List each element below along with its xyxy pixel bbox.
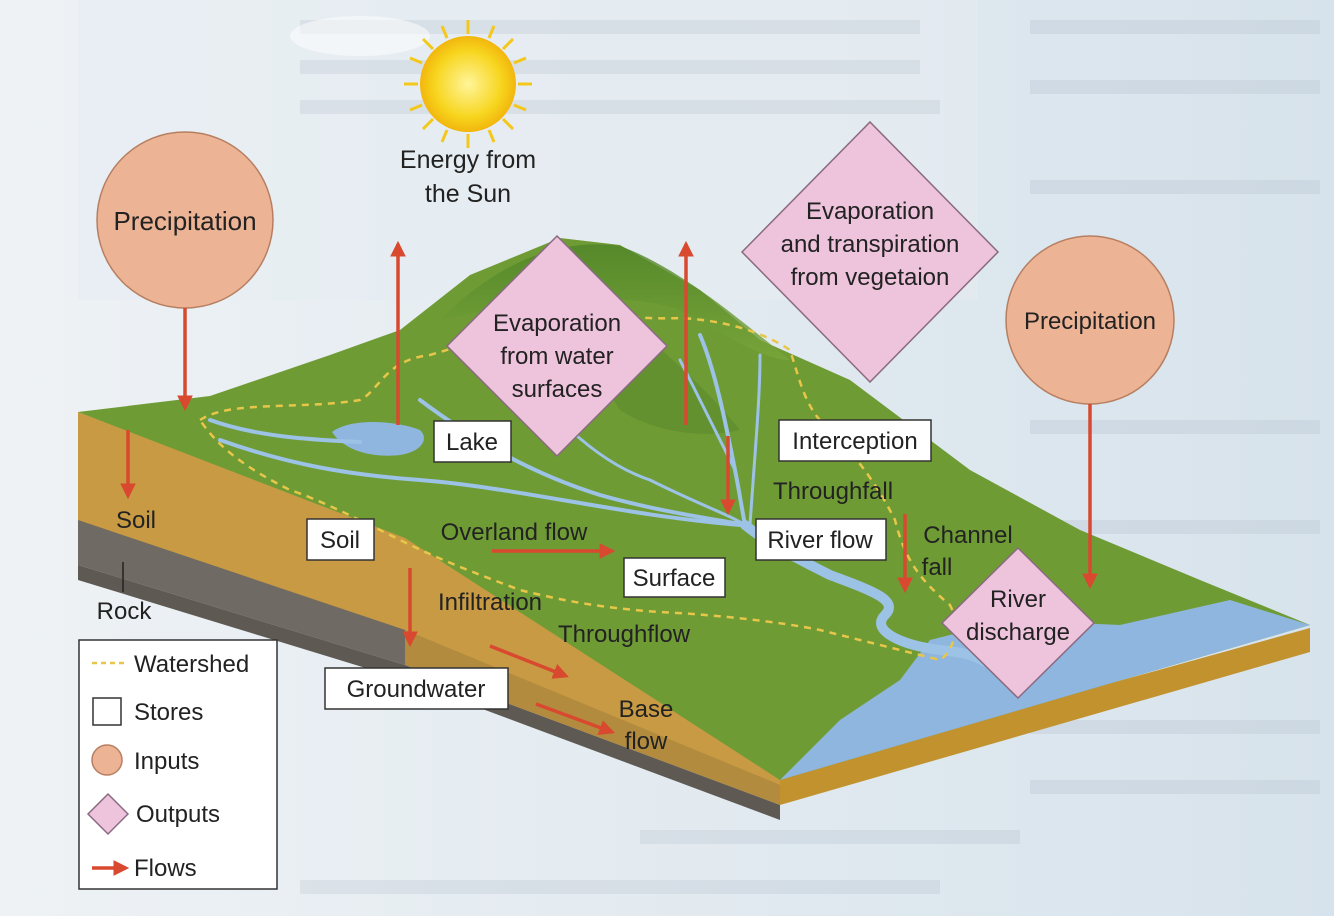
legend-stores-label: Stores — [134, 699, 203, 726]
precipitation-left-label: Precipitation — [113, 206, 256, 236]
legend-flows-label: Flows — [134, 855, 197, 882]
evaporation-water-line1: Evaporation — [493, 310, 621, 337]
store-lake: Lake — [434, 421, 511, 462]
store-groundwater: Groundwater — [325, 668, 508, 709]
sun-disc — [420, 36, 516, 132]
store-soil: Soil — [307, 519, 374, 560]
store-surface: Surface — [624, 558, 725, 597]
sun — [404, 20, 532, 148]
flow-channel-fall-line1: Channel — [923, 522, 1012, 549]
legend-watershed-label: Watershed — [134, 651, 249, 678]
legend-stores-swatch — [93, 698, 121, 725]
legend-inputs-label: Inputs — [134, 748, 199, 775]
legend-outputs-label: Outputs — [136, 801, 220, 828]
store-surface-label: Surface — [633, 565, 716, 592]
flow-throughflow-label: Throughflow — [558, 621, 691, 648]
river-discharge-line1: River — [990, 586, 1046, 613]
evapotranspiration-line2: and transpiration — [781, 231, 960, 258]
store-interception: Interception — [779, 420, 931, 461]
cross-section-soil-label: Soil — [116, 507, 156, 534]
legend-inputs-swatch — [92, 745, 122, 775]
evaporation-water-line2: from water — [500, 343, 613, 370]
flow-channel-fall-line2: fall — [922, 554, 953, 581]
store-river-flow-label: River flow — [767, 527, 873, 554]
flow-base-line1: Base — [619, 696, 674, 723]
store-groundwater-label: Groundwater — [347, 676, 486, 703]
flow-infiltration-label: Infiltration — [438, 589, 542, 616]
store-lake-label: Lake — [446, 429, 498, 456]
store-river-flow: River flow — [756, 519, 886, 560]
cross-section-rock-label: Rock — [97, 598, 153, 625]
river-discharge-line2: discharge — [966, 619, 1070, 646]
flow-throughfall-label: Throughfall — [773, 478, 893, 505]
evapotranspiration-line1: Evaporation — [806, 198, 934, 225]
evaporation-water-line3: surfaces — [512, 376, 603, 403]
flow-base-line2: flow — [625, 728, 668, 755]
evapotranspiration-line3: from vegetaion — [791, 264, 950, 291]
flow-overland-label: Overland flow — [441, 519, 588, 546]
precipitation-right-label: Precipitation — [1024, 308, 1156, 335]
cloud — [290, 16, 430, 56]
legend: Watershed Stores Inputs Outputs Flows — [79, 640, 277, 889]
sun-label-line2: the Sun — [425, 180, 511, 208]
sun-label-line1: Energy from — [400, 146, 536, 174]
store-interception-label: Interception — [792, 428, 917, 455]
store-soil-label: Soil — [320, 527, 360, 554]
